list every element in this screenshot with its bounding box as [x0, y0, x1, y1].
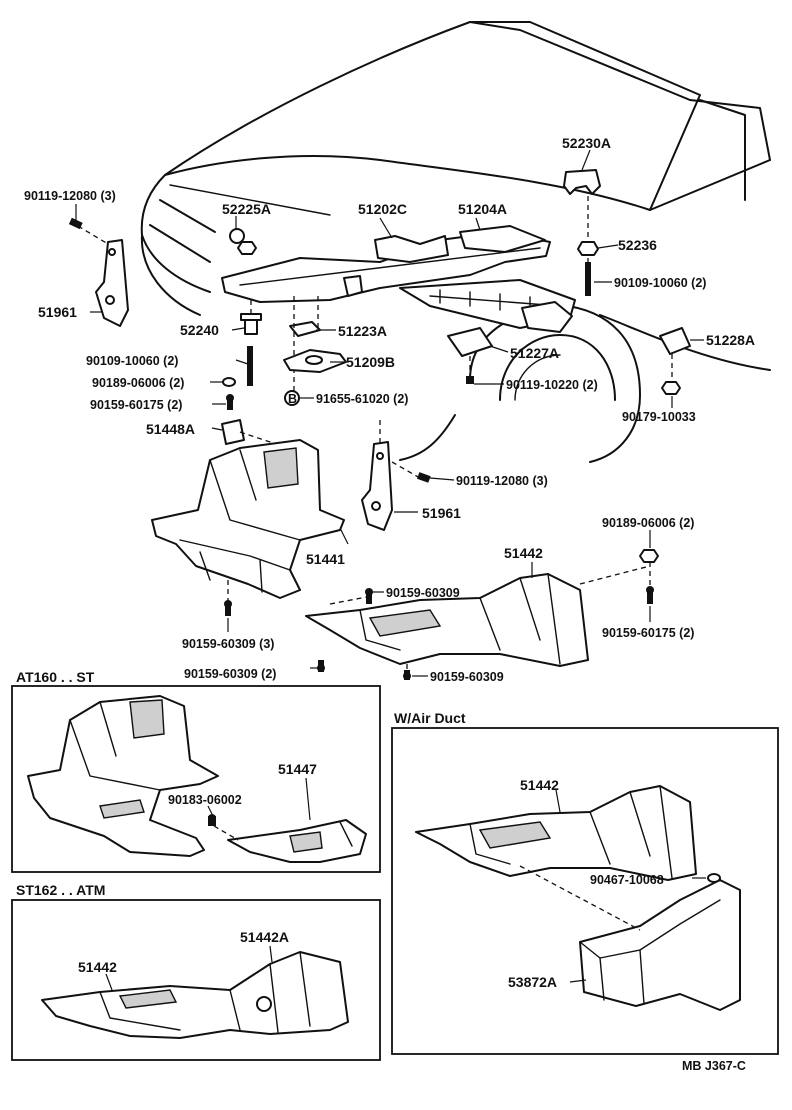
label-90109-10060-left: 90109-10060 (2): [86, 354, 178, 368]
label-90189-06006-left: 90189-06006 (2): [92, 376, 184, 390]
part-53872A-air-duct: [579, 879, 741, 1011]
section-at160: AT160 . . ST 51447 90183-06002: [11, 669, 381, 873]
part-51223A-pad: [289, 296, 321, 396]
label-91655-61020: 91655-61020 (2): [316, 392, 408, 406]
label-90467-10068: 90467-10068: [590, 873, 664, 887]
bubble-letter: B: [288, 392, 297, 406]
label-53872A: 53872A: [508, 974, 557, 990]
part-90467-10068-clip: [707, 873, 721, 883]
label-90159-60309-3: 90159-60309 (3): [182, 637, 274, 651]
label-90159-60309-a: 90159-60309: [386, 586, 460, 600]
label-51447: 51447: [278, 761, 317, 777]
part-91655-61020-bubble: B: [284, 390, 300, 406]
part-labels-main: 52230A 90119-12080 (3) 52225A 51202C 512…: [24, 135, 755, 684]
label-90159-60175-left: 90159-60175 (2): [90, 398, 182, 412]
label-51441: 51441: [306, 551, 345, 567]
label-90109-10060-right: 90109-10060 (2): [614, 276, 706, 290]
part-51441-engine-under-cover: [151, 439, 345, 599]
crossmember-assembly: [221, 225, 576, 333]
label-90189-06006-right: 90189-06006 (2): [602, 516, 694, 530]
section-st162: ST162 . . ATM 51442A 51442: [11, 882, 381, 1061]
part-51228A-clip: [659, 327, 691, 395]
part-90109-10060-bolt-left: [247, 346, 253, 386]
section-title-st162: ST162 . . ATM: [16, 882, 105, 898]
label-90119-12080-mid: 90119-12080 (3): [456, 474, 548, 488]
part-90159-60309-bolt-3: [224, 580, 232, 616]
part-51227A-bracket: [447, 327, 493, 384]
label-90159-60175-right: 90159-60175 (2): [602, 626, 694, 640]
part-51961-bracket-mid: [361, 420, 431, 531]
label-51442-main: 51442: [504, 545, 543, 561]
section-title-at160: AT160 . . ST: [16, 669, 95, 685]
label-51442A: 51442A: [240, 929, 289, 945]
part-90159-60175-bolt: [226, 394, 234, 410]
part-51961-bracket-left: [68, 217, 129, 327]
part-51442-cover-main: [305, 565, 651, 680]
label-90179-10033: 90179-10033: [622, 410, 696, 424]
section-air-duct: W/Air Duct 51442 90467-10068 53872A: [391, 710, 779, 1055]
label-51204A: 51204A: [458, 201, 507, 217]
part-90189-06006-nut-right: [639, 549, 659, 586]
label-52230A: 52230A: [562, 135, 611, 151]
part-51209B-plate: [283, 349, 347, 373]
part-52225A-nut: [229, 228, 257, 255]
part-90183-06002-screw: [208, 814, 216, 826]
leader-lines: [75, 149, 704, 677]
part-51448A-clip: [221, 419, 301, 453]
label-51961-left: 51961: [38, 304, 77, 320]
label-51202C: 51202C: [358, 201, 407, 217]
label-90183-06002: 90183-06002: [168, 793, 242, 807]
label-51209B: 51209B: [346, 354, 395, 370]
label-90119-10220: 90119-10220 (2): [506, 378, 598, 392]
figure-code: MB J367-C: [682, 1059, 746, 1073]
label-51448A: 51448A: [146, 421, 195, 437]
label-52225A: 52225A: [222, 201, 271, 217]
label-52240: 52240: [180, 322, 219, 338]
label-90119-12080-top: 90119-12080 (3): [24, 189, 116, 203]
label-90159-60309-b: 90159-60309: [430, 670, 504, 684]
label-51442-airduct: 51442: [520, 777, 559, 793]
part-51442-airduct-cover: [415, 785, 697, 881]
section-box-air-duct: [391, 727, 779, 1055]
label-51227A: 51227A: [510, 345, 559, 361]
section-box-st162: [11, 899, 381, 1061]
label-51961-mid: 51961: [422, 505, 461, 521]
label-52236: 52236: [618, 237, 657, 253]
label-90159-60309-2: 90159-60309 (2): [184, 667, 276, 681]
part-52240-collar: [240, 300, 262, 335]
label-51223A: 51223A: [338, 323, 387, 339]
label-51442-st162: 51442: [78, 959, 117, 975]
part-90159-60175-bolt-right: [646, 586, 654, 604]
label-51228A: 51228A: [706, 332, 755, 348]
part-90189-06006-washer: [222, 377, 236, 387]
part-52230A-bracket: [563, 169, 601, 240]
section-box-at160: [11, 685, 381, 873]
part-90109-10060-bolt-right: [585, 262, 591, 296]
section-title-air-duct: W/Air Duct: [394, 710, 466, 726]
part-at160-under-cover: [27, 695, 219, 857]
